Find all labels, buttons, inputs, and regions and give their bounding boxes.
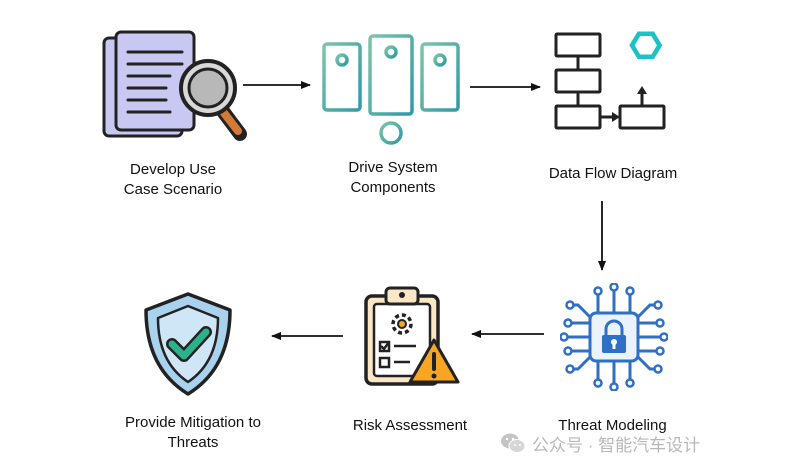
server-components-icon xyxy=(318,32,462,150)
circuit-lock-icon xyxy=(559,282,669,392)
shield-check-icon xyxy=(138,290,238,398)
watermark-text: 公众号 · 智能汽车设计 xyxy=(532,435,701,455)
label-line: Threat Modeling xyxy=(558,417,667,434)
document-magnifier-icon xyxy=(100,30,250,145)
label-line: Risk Assessment xyxy=(352,417,468,434)
step-label-use-case: Develop Use Case Scenario xyxy=(98,160,248,200)
step-label-system-components: Drive System Components xyxy=(318,158,468,198)
step-label-threat-modeling: Threat Modeling xyxy=(540,416,685,436)
flowchart-icon xyxy=(550,30,670,138)
label-line: Develop Use xyxy=(130,161,216,178)
wechat-icon xyxy=(501,433,526,453)
label-line: Case Scenario xyxy=(123,181,223,198)
clipboard-warning-icon xyxy=(358,284,462,388)
step-label-mitigation: Provide Mitigation to Threats xyxy=(108,413,278,453)
label-line: Drive System xyxy=(348,159,438,176)
watermark: 公众号 · 智能汽车设计 xyxy=(500,430,700,456)
step-label-data-flow: Data Flow Diagram xyxy=(528,164,698,184)
label-line: Provide Mitigation to xyxy=(125,414,261,431)
label-line: Components xyxy=(350,179,436,196)
label-line: Data Flow Diagram xyxy=(548,165,678,182)
step-label-risk-assessment: Risk Assessment xyxy=(335,416,485,436)
label-line: Threats xyxy=(167,434,219,451)
